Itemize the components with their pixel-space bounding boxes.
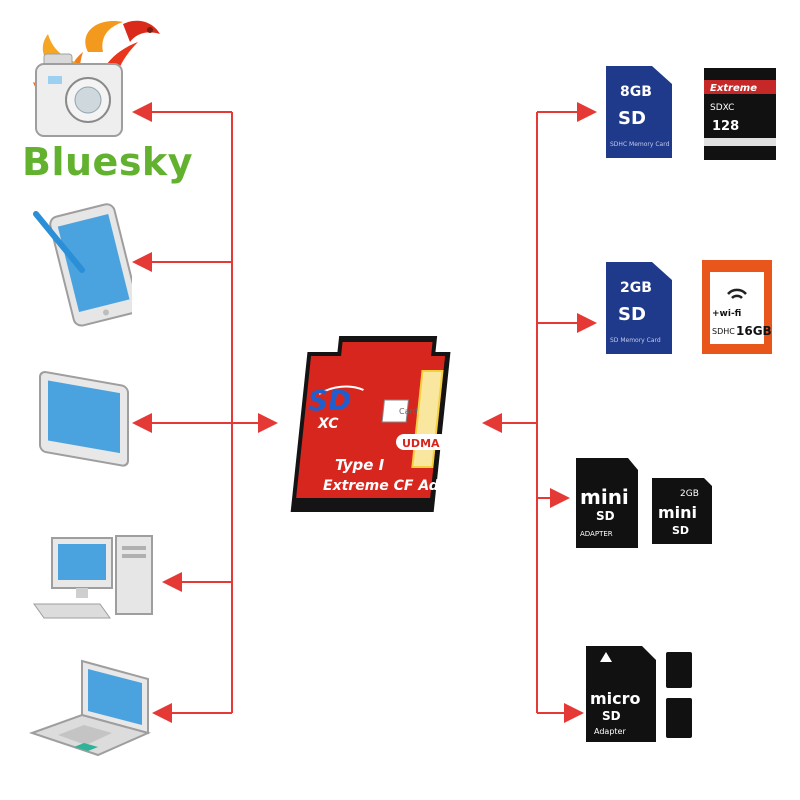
adapter-name: Extreme CF Adapter bbox=[323, 478, 482, 494]
svg-text:SDHC: SDHC bbox=[712, 327, 735, 336]
microsd-card-icon: micro SD Adapter bbox=[586, 646, 692, 742]
svg-text:SDHC Memory Card: SDHC Memory Card bbox=[610, 141, 670, 148]
svg-text:8GB: 8GB bbox=[620, 84, 652, 100]
svg-text:SD: SD bbox=[618, 108, 646, 129]
monitor-icon bbox=[39, 371, 129, 467]
adapter-type: Type I bbox=[335, 456, 385, 474]
svg-text:2GB: 2GB bbox=[620, 280, 652, 296]
tablet-icon bbox=[33, 203, 132, 327]
minisd-card-icon: mini SD ADAPTER 2GB mini SD bbox=[576, 458, 712, 548]
wifi-sd-card-icon: +wi-fi SDHC 16GB bbox=[702, 260, 772, 354]
svg-text:SD: SD bbox=[618, 304, 646, 325]
svg-text:2GB: 2GB bbox=[680, 489, 699, 499]
svg-text:mini: mini bbox=[580, 485, 629, 509]
svg-text:SD: SD bbox=[596, 509, 615, 523]
svg-text:mini: mini bbox=[658, 503, 697, 522]
udma-label: UDMA bbox=[402, 437, 440, 450]
svg-text:SDXC: SDXC bbox=[710, 103, 734, 113]
adapter-badge-sub: XC bbox=[317, 416, 339, 432]
svg-text:ADAPTER: ADAPTER bbox=[580, 530, 613, 538]
svg-text:+wi-fi: +wi-fi bbox=[712, 309, 741, 319]
sd-card-2gb-icon: 2GB SD SD Memory Card bbox=[606, 262, 672, 354]
camera-icon bbox=[35, 53, 123, 137]
slot-label: Card bbox=[399, 407, 418, 416]
laptop-icon bbox=[28, 659, 151, 757]
adapter-badge: SD bbox=[308, 384, 351, 417]
desktop-pc-icon bbox=[33, 535, 153, 619]
svg-text:128: 128 bbox=[712, 119, 739, 134]
svg-text:SD: SD bbox=[672, 524, 689, 537]
brand-name: Bluesky bbox=[22, 140, 193, 184]
svg-text:Extreme: Extreme bbox=[710, 83, 757, 94]
sd-card-extreme-icon: Extreme SDXC 128 bbox=[704, 68, 776, 160]
svg-text:SD: SD bbox=[602, 709, 621, 723]
svg-text:micro: micro bbox=[590, 689, 641, 708]
sd-card-icon: 8GB SD SDHC Memory Card bbox=[606, 66, 672, 158]
svg-text:Adapter: Adapter bbox=[594, 727, 626, 736]
svg-text:16GB: 16GB bbox=[736, 324, 772, 338]
cf-adapter: SD XC UDMA Type I Extreme CF Adapter Car… bbox=[290, 336, 482, 512]
svg-text:SD Memory Card: SD Memory Card bbox=[610, 337, 661, 344]
